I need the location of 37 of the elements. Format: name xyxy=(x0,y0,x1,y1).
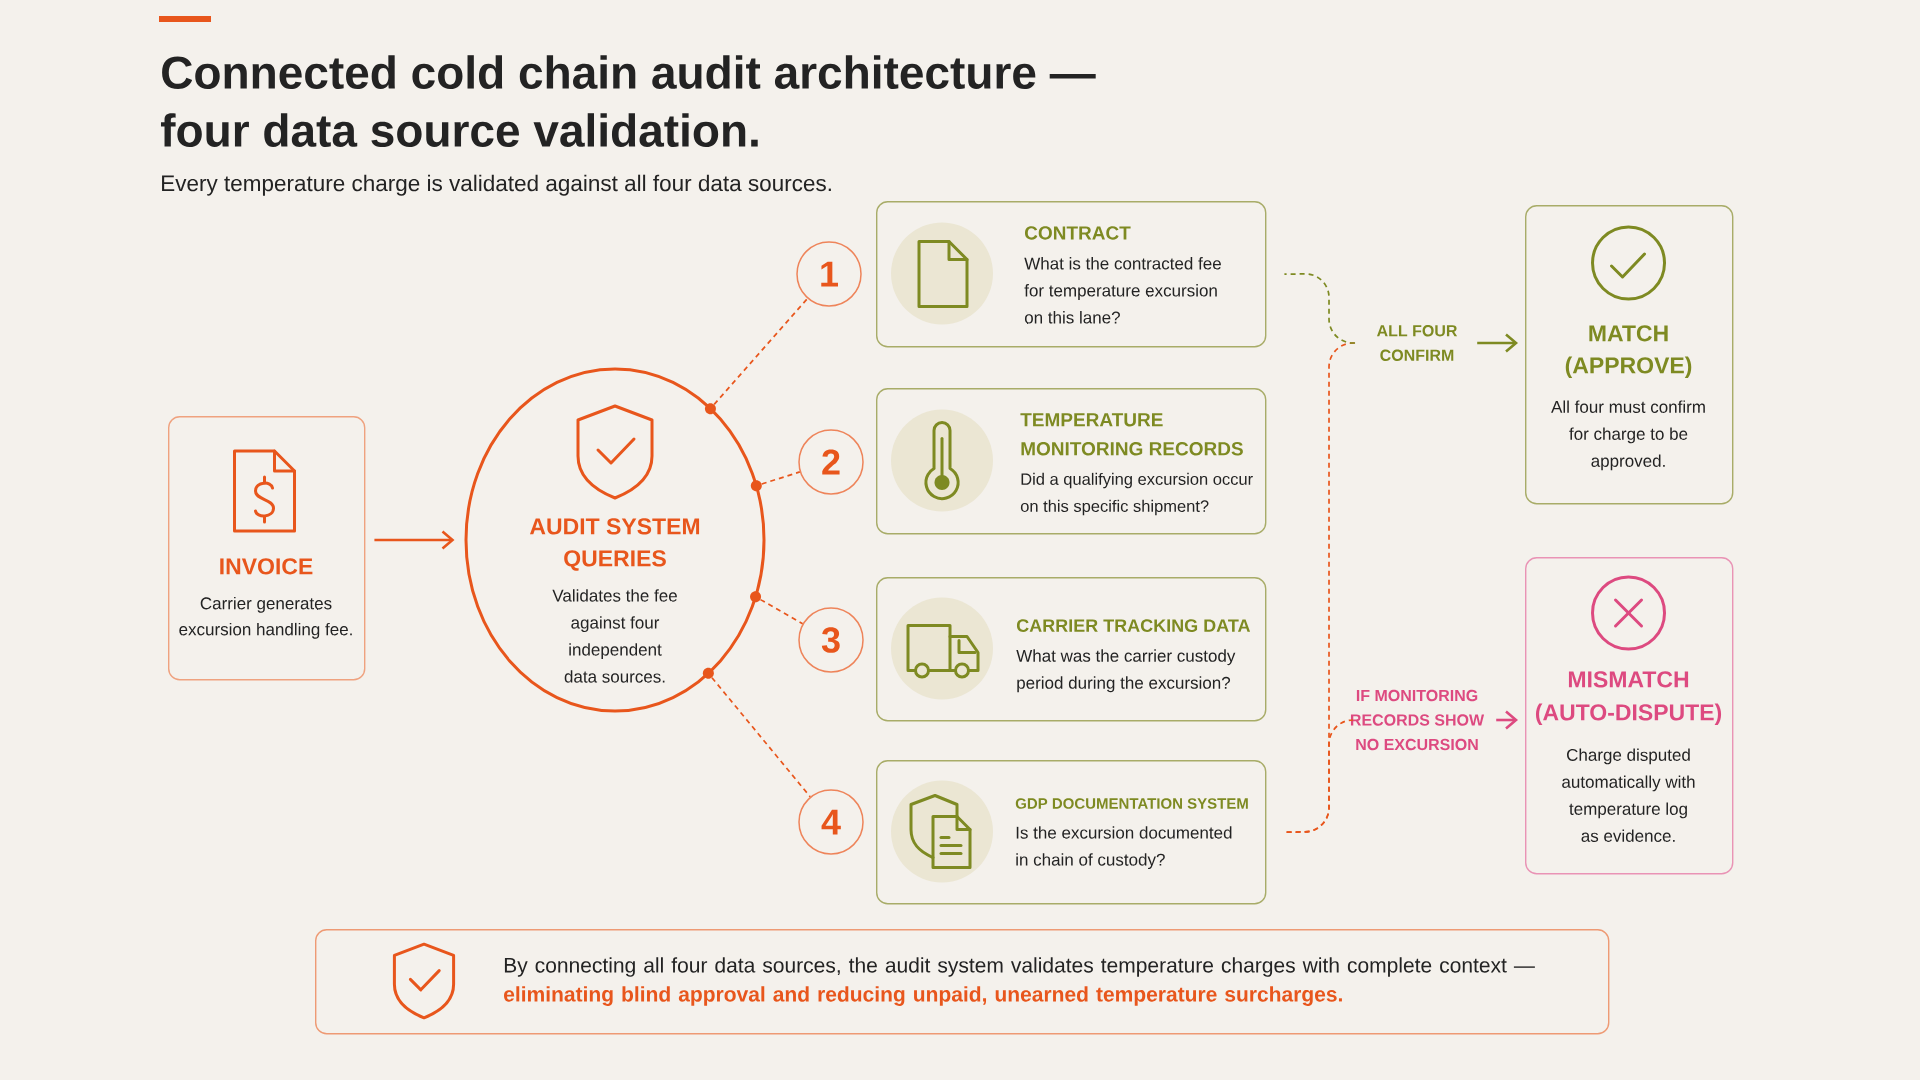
card-title: INVOICE xyxy=(220,558,313,575)
card-title: TEMPERATURE MONITORING RECORDS xyxy=(1020,413,1243,456)
card-title: MISMATCH (AUTO-DISPUTE) xyxy=(1535,671,1722,726)
card-title: GDP DOCUMENTATION SYSTEM xyxy=(1015,798,1248,809)
branch-label: IF MONITORING RECORDS SHOW NO EXCURSION xyxy=(1350,689,1485,751)
title: Connected cold chain audit architecture — four data source validation. xyxy=(161,55,1096,147)
dashed-line xyxy=(711,676,811,798)
card-title: CARRIER TRACKING DATA xyxy=(1016,619,1251,632)
source-card xyxy=(876,760,1267,905)
dashed-line xyxy=(759,598,804,625)
arrow xyxy=(1496,710,1518,730)
arrow xyxy=(374,530,455,550)
branch-label: ALL FOUR CONFIRM xyxy=(1376,325,1458,361)
arrow xyxy=(1477,333,1518,353)
dashed-line xyxy=(760,471,801,485)
card-text: Validates the fee against four independent data sources. xyxy=(552,589,677,683)
card-text: What is the contracted fee for temperature excursion on this lane? xyxy=(1024,257,1221,324)
card-text: Carrier generates excursion handling fee. xyxy=(179,596,352,639)
card-title: CONTRACT xyxy=(1025,226,1131,240)
audit-circle xyxy=(464,367,766,713)
invoice-card xyxy=(168,416,366,681)
card-text: All four must confirm for charge to be approved. xyxy=(1551,400,1705,471)
card-title: AUDIT SYSTEM QUERIES xyxy=(529,518,700,571)
source-card xyxy=(876,201,1267,348)
subtitle: Every temperature charge is validated against all four data sources. xyxy=(162,174,831,196)
card-title: MATCH (APPROVE) xyxy=(1565,325,1692,379)
card-text: Charge disputed automatically with temperature log as evidence. xyxy=(1562,748,1695,842)
card-text: What was the carrier custody period during the excursion? xyxy=(1016,649,1236,693)
result-card xyxy=(1525,557,1734,875)
source-card xyxy=(876,577,1267,722)
card-text: Did a qualifying excursion occur on this specific shipment? xyxy=(1020,472,1253,516)
result-card xyxy=(1525,205,1734,505)
source-card xyxy=(876,388,1267,535)
summary-banner xyxy=(315,929,1610,1035)
dashed-line xyxy=(713,297,809,406)
summary-text: By connecting all four data sources, the audit system validates temperature charges with complete context — eliminating blind approval and reducing unpaid, unearned temperature surcharges. xyxy=(504,957,1535,1006)
card-text: Is the excursion documented in chain of custody? xyxy=(1016,826,1232,870)
